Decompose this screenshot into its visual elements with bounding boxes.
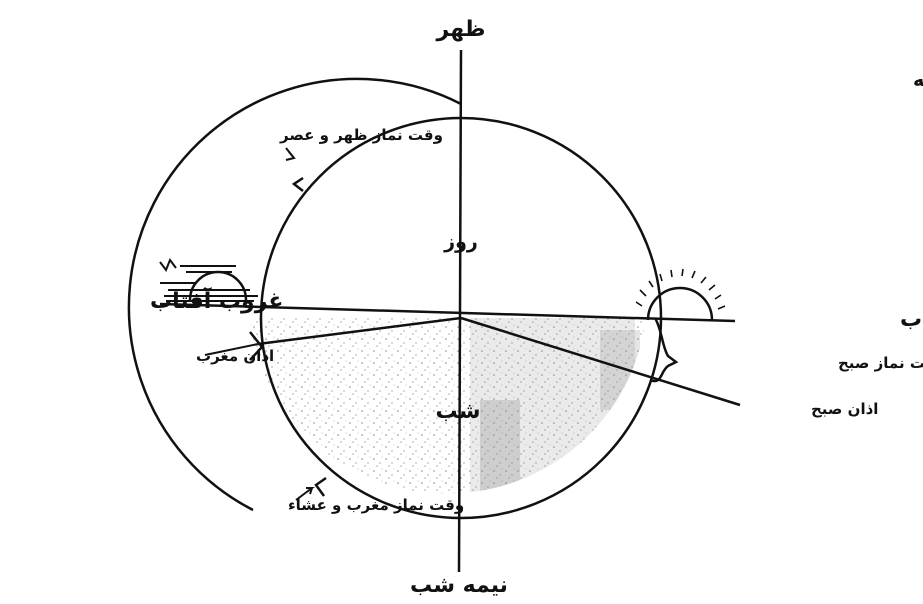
maghrib-isha-bracket-tick [316,478,326,496]
sunrise-label: طلوع آفتاب [900,304,923,332]
dhuhr-asr-arrow [286,148,294,160]
vertical-axis [459,50,461,572]
night-label: شب [436,399,481,424]
maghrib-isha-time-label: وقت نماز مغرب و عشاء [288,496,464,514]
fajr-adhan-label: اذان صبح [811,400,878,418]
noon-label: ظهر [436,17,486,42]
sunrise-icon [636,269,725,320]
maghrib-adhan-label: اذان مغرب [196,347,274,365]
fajr-prayer-time-label: وقت نماز صبح [838,354,923,372]
title-label: نمودار فرضی وقت نمازهای یومیه [913,69,923,91]
midnight-label: نیمه شب [410,573,508,598]
dhuhr-asr-bracket-tick [294,178,303,191]
day-label: روز [443,231,478,253]
dhuhr-asr-time-label: وقت نماز ظهر و عصر [279,126,443,144]
sunset-label: غروب آفتاب [150,286,283,314]
